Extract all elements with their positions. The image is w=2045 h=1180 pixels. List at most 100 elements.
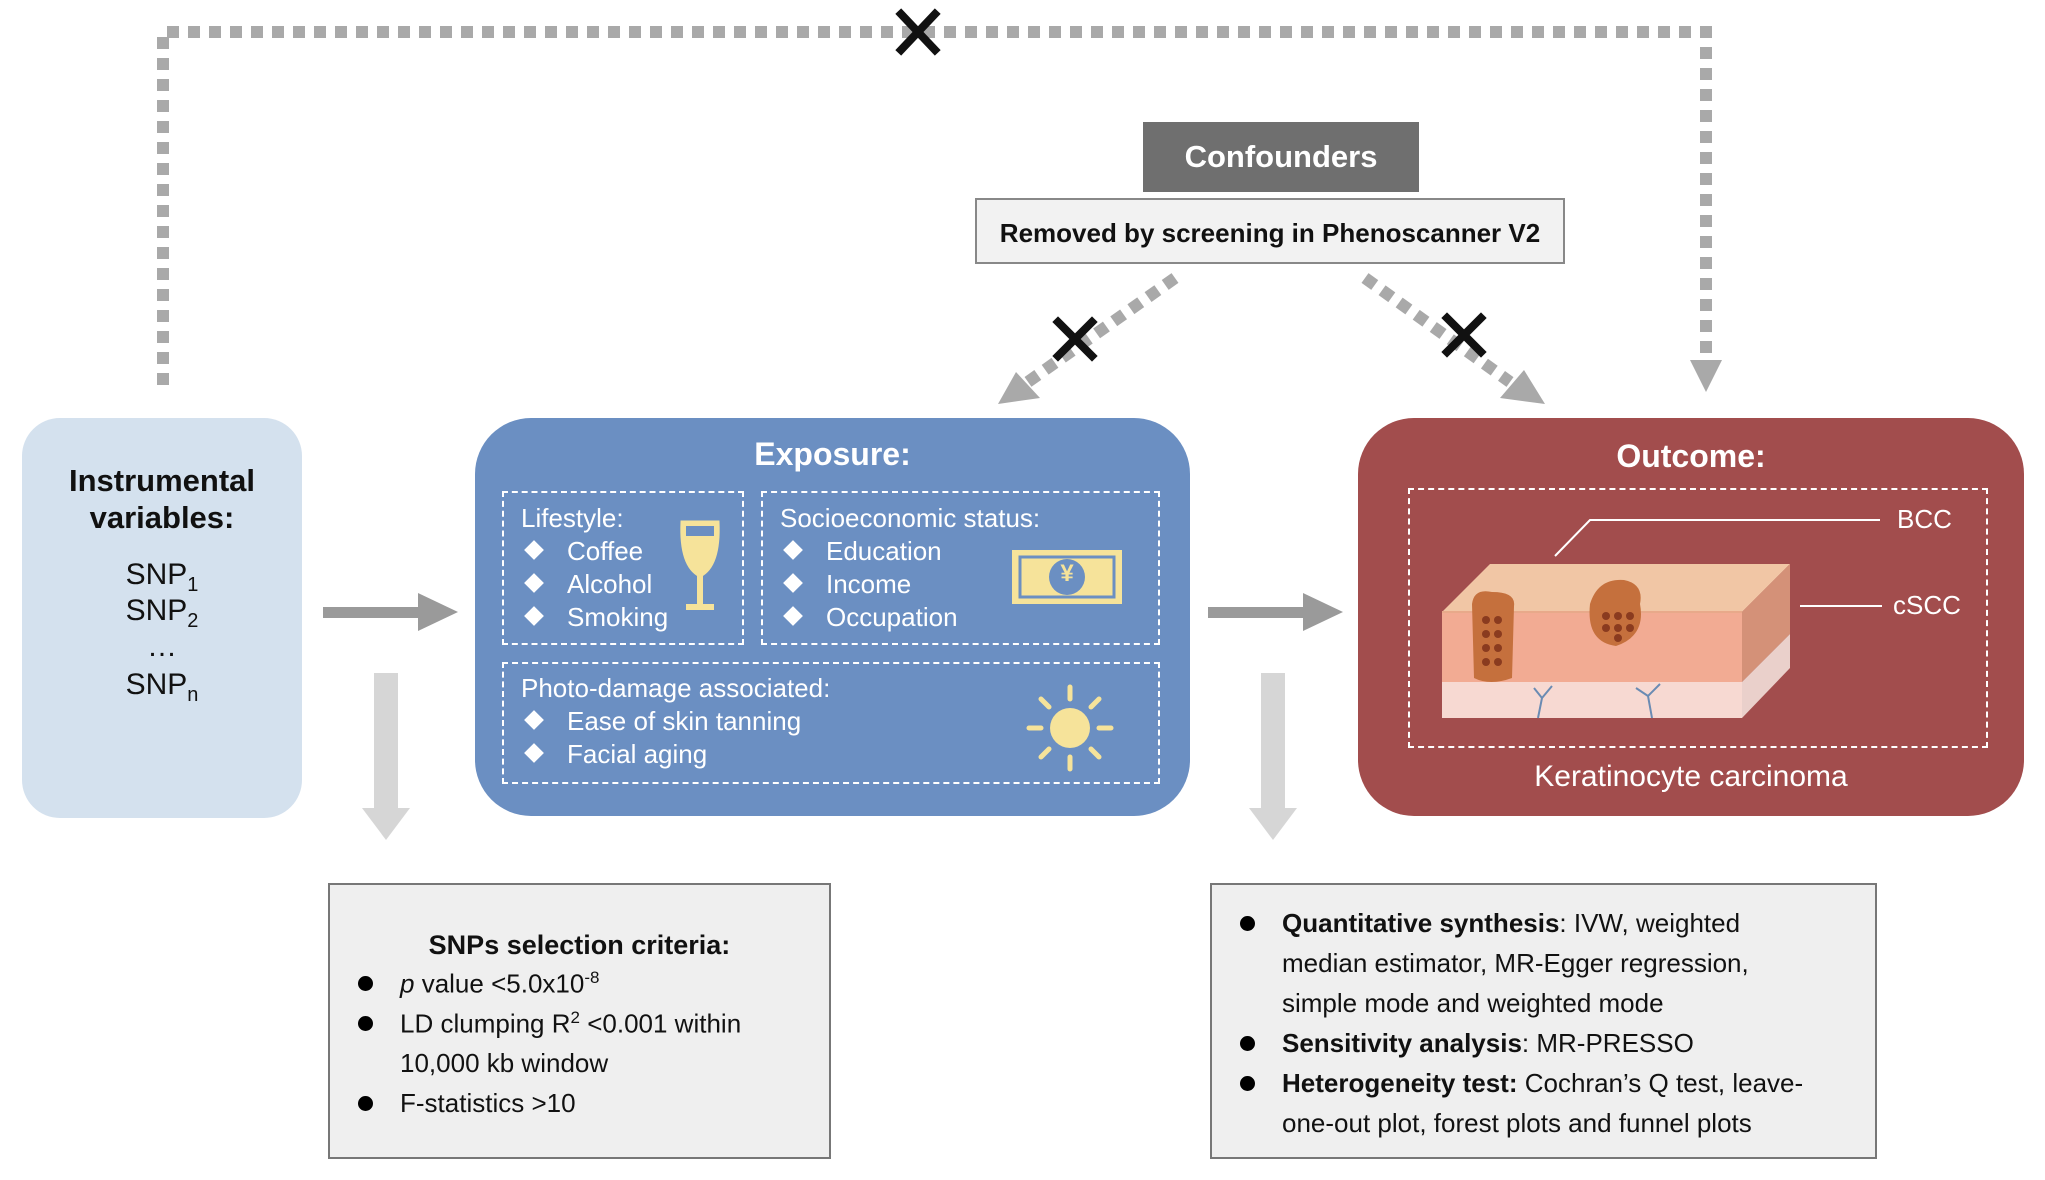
heterogeneity-test-text: Cochran’s Q test, leave-	[1517, 1068, 1804, 1098]
photo-damage-item: Ease of skin tanning	[521, 706, 801, 737]
exposure-to-outcome-arrow-shaft	[1208, 607, 1308, 618]
bullet-dot-icon	[358, 976, 373, 991]
socioeconomic-item-label: Education	[826, 536, 942, 566]
snp-base: SNP	[125, 668, 188, 701]
quantitative-synthesis-text: : IVW, weighted	[1559, 908, 1741, 938]
bullet-dot-icon	[1240, 1076, 1255, 1091]
down-arrow-left-head	[362, 808, 410, 840]
socioeconomic-item-label: Occupation	[826, 602, 958, 632]
socioeconomic-panel	[761, 491, 1160, 645]
analysis-methods-box	[1210, 883, 1877, 1159]
sensitivity-analysis-text: : MR-PRESSO	[1521, 1028, 1694, 1058]
socioeconomic-item: Occupation	[780, 602, 958, 633]
lifestyle-item: Alcohol	[521, 569, 652, 600]
iv-title-line1: Instrumental	[68, 463, 256, 498]
heterogeneity-test-label: Heterogeneity test:	[1282, 1068, 1518, 1098]
socioeconomic-heading: Socioeconomic status:	[780, 503, 1041, 533]
down-arrow-right-shaft	[1261, 673, 1285, 811]
confounder-to-exposure-dotted	[1021, 273, 1179, 389]
cscc-label: cSCC	[1893, 590, 1961, 620]
socioeconomic-item-label: Income	[826, 569, 912, 599]
quantitative-synthesis-line3: simple mode and weighted mode	[1282, 988, 1664, 1018]
left-cross-icon	[1052, 316, 1098, 362]
outcome-skin-panel	[1408, 488, 1988, 748]
iv-to-exposure-arrow-shaft	[323, 607, 423, 618]
down-arrow-left-shaft	[374, 673, 398, 811]
confounders-note: Removed by screening in Phenoscanner V2	[975, 198, 1565, 264]
instrumental-variables-title: Instrumental variables:	[22, 462, 302, 536]
right-cross-icon	[1441, 312, 1487, 358]
ld-text: LD clumping R	[400, 1008, 571, 1039]
ld-rest: <0.001 within	[579, 1008, 742, 1039]
skin-layers-illustration	[1442, 564, 1790, 719]
quantitative-synthesis-label: Quantitative synthesis	[1282, 908, 1560, 938]
iv-to-outcome-arrowhead	[1690, 360, 1722, 392]
socioeconomic-item: Education	[780, 536, 942, 567]
socioeconomic-item: Income	[780, 569, 911, 600]
outcome-title: Outcome:	[1616, 438, 1766, 474]
outcome-caption: Keratinocyte carcinoma	[1534, 760, 1848, 793]
top-cross-icon	[895, 8, 941, 56]
bullet-dot-icon	[358, 1016, 373, 1031]
quantitative-synthesis-line2: median estimator, MR-Egger regression,	[1282, 948, 1749, 978]
snp-subscript: 2	[187, 610, 199, 632]
confounder-to-exposure-arrowhead	[998, 372, 1040, 404]
p-value-exponent: -8	[584, 968, 600, 987]
f-statistics-criterion: F-statistics >10	[400, 1088, 576, 1118]
lifestyle-panel	[502, 491, 744, 645]
lifestyle-item: Smoking	[521, 602, 668, 633]
ld-clumping-criterion: LD clumping R2 <0.001 within	[400, 1008, 741, 1040]
p-value-criterion: p value <5.0x10-8	[400, 968, 599, 1000]
iv-to-outcome-dotted-path	[157, 26, 1712, 385]
snp-2: SNP2	[22, 594, 302, 633]
photo-damage-panel	[502, 662, 1160, 784]
ld-exponent: 2	[570, 1008, 580, 1027]
confounder-to-outcome-arrowhead	[1500, 370, 1545, 404]
sensitivity-analysis: Sensitivity analysis: MR-PRESSO	[1282, 1028, 1694, 1059]
photo-damage-item: Facial aging	[521, 739, 707, 770]
snp-ellipsis: …	[22, 630, 302, 669]
lifestyle-item-label: Smoking	[567, 602, 669, 632]
ld-clumping-line2: 10,000 kb window	[400, 1048, 609, 1078]
bullet-dot-icon	[1240, 1036, 1255, 1051]
instrumental-variables-box	[22, 418, 302, 818]
snp-base: SNP	[125, 558, 188, 591]
p-italic: p	[400, 968, 415, 999]
banknote-icon: ¥	[1010, 548, 1124, 606]
snp-subscript: n	[187, 684, 199, 706]
exposure-to-outcome-arrowhead	[1303, 593, 1343, 631]
confounders-heading: Confounders	[1143, 122, 1419, 192]
bcc-tumor	[1472, 591, 1515, 682]
iv-to-exposure-arrowhead	[418, 593, 458, 631]
snp-criteria-title: SNPs selection criteria:	[428, 930, 731, 960]
iv-title-line2: variables:	[89, 500, 235, 535]
heterogeneity-test: Heterogeneity test: Cochran’s Q test, le…	[1282, 1068, 1803, 1099]
photo-damage-item-label: Facial aging	[567, 739, 708, 769]
down-arrow-right-head	[1249, 808, 1297, 840]
snp-base: …	[147, 630, 177, 663]
lifestyle-item-label: Alcohol	[567, 569, 653, 599]
lifestyle-heading: Lifestyle:	[521, 503, 624, 533]
wine-glass-icon	[680, 520, 720, 610]
sensitivity-analysis-label: Sensitivity analysis	[1282, 1028, 1522, 1058]
photo-damage-heading: Photo-damage associated:	[521, 673, 831, 703]
snp-criteria-box	[328, 883, 831, 1159]
heterogeneity-test-line2: one-out plot, forest plots and funnel pl…	[1282, 1108, 1752, 1138]
snp-base: SNP	[125, 594, 188, 627]
p-value-text: value <5.0x10	[414, 968, 585, 999]
photo-damage-item-label: Ease of skin tanning	[567, 706, 802, 736]
exposure-box	[475, 418, 1190, 816]
lifestyle-item-label: Coffee	[567, 536, 644, 566]
bullet-dot-icon	[1240, 916, 1255, 931]
confounder-to-outcome-dotted	[1361, 273, 1514, 387]
currency-symbol: ¥	[1060, 560, 1074, 587]
bcc-label: BCC	[1897, 504, 1952, 534]
exposure-title: Exposure:	[754, 436, 911, 472]
sun-icon	[1026, 684, 1114, 772]
snp-subscript: 1	[187, 574, 199, 596]
bullet-dot-icon	[358, 1096, 373, 1111]
quantitative-synthesis: Quantitative synthesis: IVW, weighted	[1282, 908, 1740, 939]
snp-n: SNPn	[22, 668, 302, 707]
